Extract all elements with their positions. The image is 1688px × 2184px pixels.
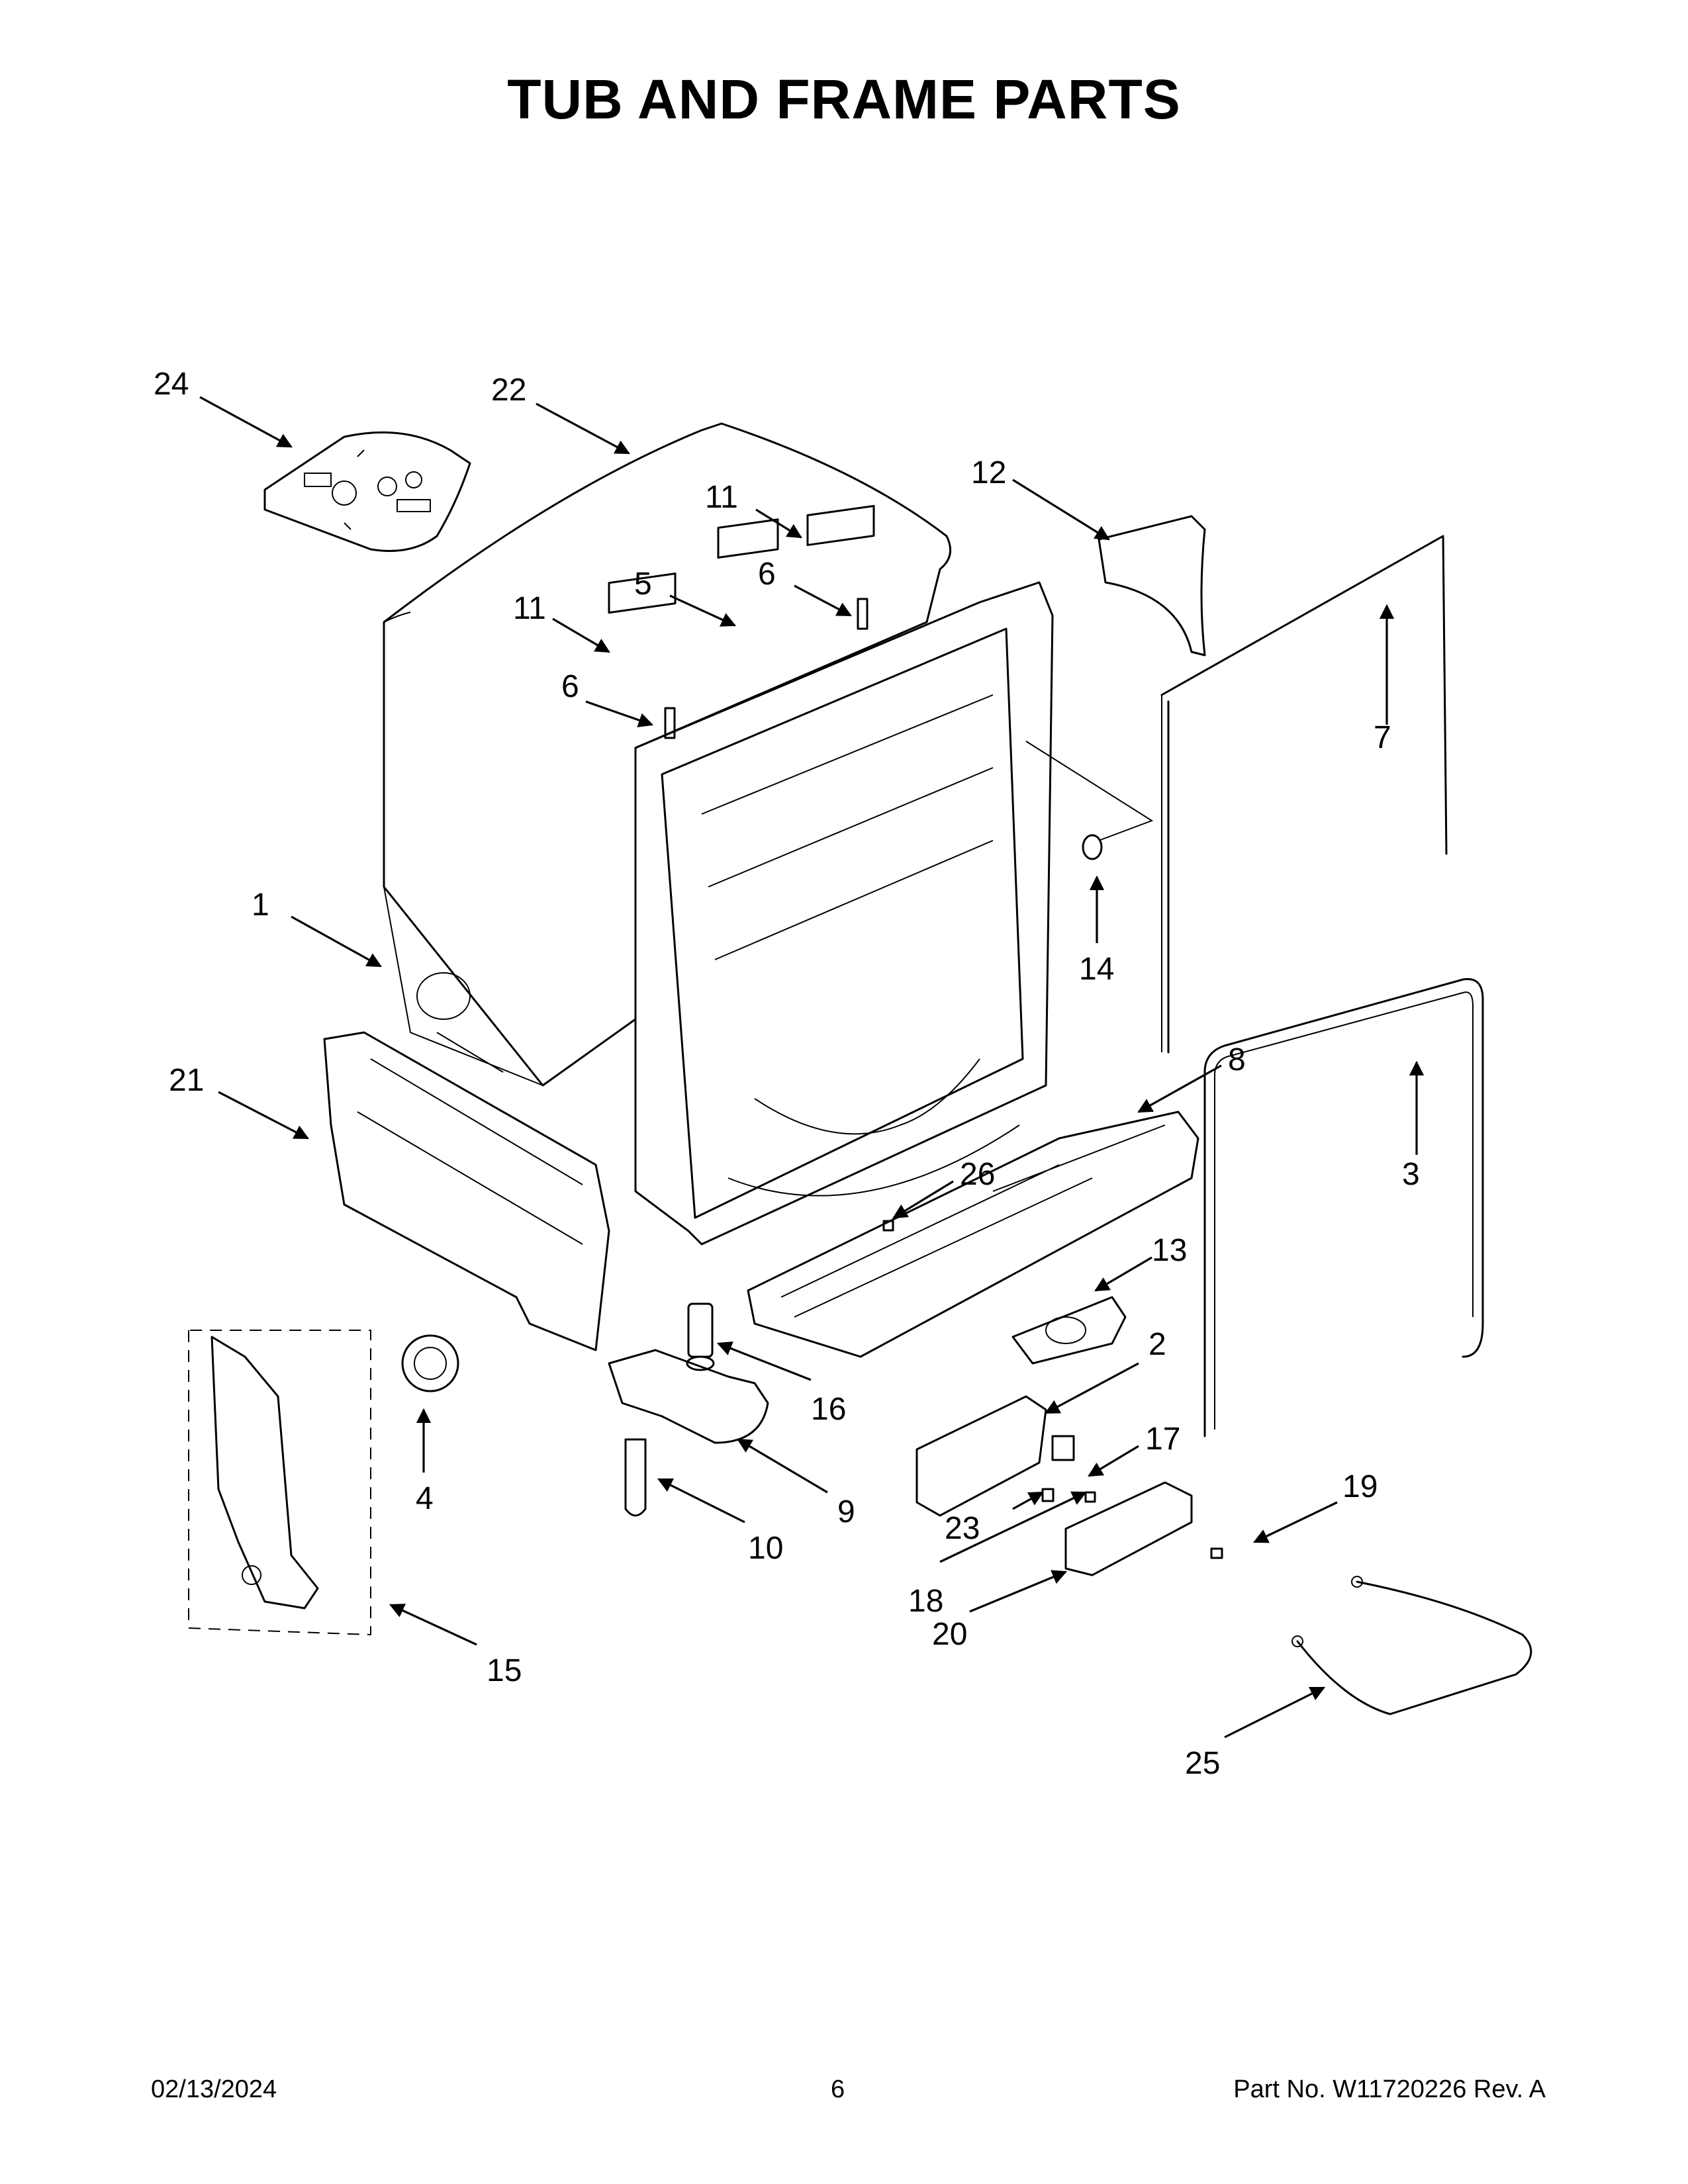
tub-body bbox=[383, 581, 1054, 1246]
callout-10: 10 bbox=[748, 1531, 783, 1566]
callout-18: 18 bbox=[908, 1584, 943, 1619]
callout-11-upper: 11 bbox=[705, 480, 738, 515]
callout-14: 14 bbox=[1079, 952, 1114, 987]
callout-17: 17 bbox=[1145, 1422, 1180, 1457]
callout-1: 1 bbox=[252, 887, 269, 923]
callout-6-upper: 6 bbox=[758, 557, 776, 592]
footer-date: 02/13/2024 bbox=[151, 2075, 277, 2103]
drain-tube bbox=[624, 1438, 647, 1517]
junction-box bbox=[1064, 1481, 1193, 1576]
callout-4: 4 bbox=[416, 1481, 434, 1516]
footer-part-number: Part No. W11720226 Rev. A bbox=[1233, 2075, 1546, 2103]
callout-2: 2 bbox=[1149, 1327, 1166, 1362]
callout-7: 7 bbox=[1374, 720, 1391, 755]
top-brackets bbox=[608, 504, 875, 739]
callout-arrows bbox=[199, 396, 1425, 1739]
front-frame bbox=[323, 1031, 610, 1351]
callout-8: 8 bbox=[1228, 1042, 1246, 1077]
callout-labels: 24 22 11 12 5 6 11 6 7 14 1 21 8 3 26 13… bbox=[154, 367, 1420, 1781]
callout-20: 20 bbox=[932, 1617, 967, 1652]
hinge-cover bbox=[1098, 515, 1206, 657]
side-gasket bbox=[1160, 535, 1448, 1054]
float-switch bbox=[1011, 1296, 1127, 1365]
door-gasket bbox=[1203, 978, 1484, 1437]
callout-26: 26 bbox=[960, 1157, 995, 1192]
callout-9: 9 bbox=[837, 1494, 855, 1529]
drain-bracket bbox=[608, 1349, 769, 1444]
callout-13: 13 bbox=[1152, 1233, 1187, 1268]
side-panel-group bbox=[188, 1330, 371, 1636]
wire-harness bbox=[1291, 1576, 1532, 1715]
callout-21: 21 bbox=[169, 1063, 204, 1098]
leveling-gear bbox=[401, 1334, 459, 1392]
callout-25: 25 bbox=[1185, 1746, 1220, 1781]
callout-11-lower: 11 bbox=[513, 591, 546, 626]
base-frame bbox=[747, 1111, 1199, 1358]
callout-15: 15 bbox=[487, 1653, 522, 1688]
callout-23: 23 bbox=[945, 1511, 980, 1546]
callout-19: 19 bbox=[1342, 1469, 1378, 1504]
footer-page-number: 6 bbox=[831, 2075, 845, 2103]
callout-3: 3 bbox=[1402, 1157, 1420, 1192]
callout-12: 12 bbox=[971, 455, 1006, 490]
page-title: TUB AND FRAME PARTS bbox=[507, 68, 1181, 130]
callout-24: 24 bbox=[154, 367, 189, 402]
plug-button bbox=[1025, 741, 1154, 860]
callout-16: 16 bbox=[811, 1392, 846, 1427]
control-box-bracket bbox=[915, 1395, 1075, 1517]
leveling-leg bbox=[686, 1302, 715, 1371]
hardware-kit-bag bbox=[263, 431, 471, 552]
insulation-blanket bbox=[383, 422, 952, 1087]
callout-5: 5 bbox=[634, 567, 652, 602]
callout-22: 22 bbox=[491, 373, 526, 408]
callout-6-lower: 6 bbox=[561, 669, 579, 704]
